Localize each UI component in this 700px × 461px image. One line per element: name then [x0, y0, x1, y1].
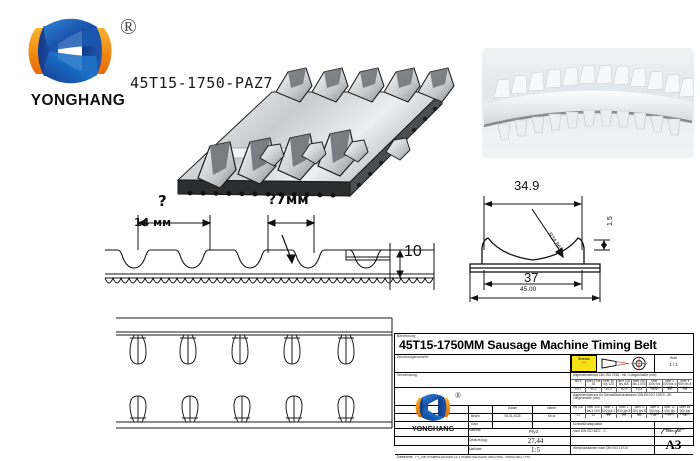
- cross-section-view: R24.86 34.9 37 45.00 1.5: [452, 178, 632, 313]
- logo-mark: ®: [24, 14, 137, 86]
- label-sheet: Blatt: [670, 356, 677, 360]
- tol2-range: über 2 000 bis 4 000: [617, 405, 631, 417]
- tol2-value: ±6: [652, 413, 657, 417]
- tol2-range: bis 100: [572, 405, 584, 409]
- tol1-range: über 4 000 bis 8 000: [678, 378, 692, 391]
- dimension-45-00: 45.00: [520, 286, 537, 293]
- filename-value: F:\_YonTP\sales\DATA\45T15-1750MM-SAUSAG…: [415, 456, 531, 460]
- row-gepr-label: Gepr.: [471, 422, 479, 426]
- tol2-value: ±5: [637, 413, 641, 417]
- dimension-height-10: 10: [404, 243, 422, 260]
- drawing-sheet: ® YONGHANG 45T15-1750-PAZ7: [18, 14, 694, 459]
- tolerance-header-2: Allgemeintoleranz für Schweißkonstruktio…: [573, 392, 672, 401]
- annotation-question-right: ?7мм: [268, 192, 309, 208]
- drawing-number-value: [395, 360, 570, 362]
- surface-finish-icon: [660, 428, 685, 435]
- yonghang-ring-icon: [28, 18, 112, 84]
- tol2-value: ±2: [591, 413, 596, 417]
- plan-view-drawing: [112, 302, 404, 444]
- bearb-name: Eb.la: [547, 414, 556, 418]
- part-code-label: 45T15-1750-PAZ7: [130, 74, 273, 92]
- tol1-value: ±0,5: [620, 387, 627, 391]
- col-datum: Datum: [507, 406, 518, 410]
- first-angle-projection-icon: [601, 356, 647, 371]
- tol1-range: über 1000 bis 2 000: [648, 378, 661, 391]
- tol2-range: über 1 000 bis 2 000: [602, 405, 616, 417]
- company-logo: ® YONGHANG: [18, 14, 138, 122]
- tol2-value: ±7: [667, 413, 672, 417]
- dimension-34-9: 34.9: [514, 178, 540, 193]
- tol1-value: ±2: [667, 387, 672, 391]
- bearb-date: 05.01.2026: [504, 414, 521, 418]
- tol1-range: über 2 000 bis 4 000: [663, 378, 677, 391]
- tol1-value: ±1,2: [651, 387, 658, 391]
- dimension-thickness: 1.5: [607, 216, 614, 226]
- label-filename: Dateiname:: [397, 455, 414, 460]
- side-view-drawing: ? 14 мм ?7мм 10: [100, 192, 440, 295]
- label-benennung: Benennung:: [397, 334, 417, 338]
- tol1-value: ±0,3: [605, 387, 612, 391]
- tol2-range: über 16 000 bis 20 000: [679, 405, 691, 417]
- label-revision: Revision: [577, 357, 591, 361]
- tol1-value: ±0,1: [575, 387, 582, 391]
- weight-value: 27,44: [527, 437, 544, 445]
- row-bearb-label: Bearb.: [471, 414, 481, 418]
- label-verwendung: Verwendung:: [397, 373, 418, 377]
- tol1-value: ±3: [683, 387, 687, 391]
- title-block-brand-name: YONGHANG: [411, 424, 455, 433]
- tol1-range: bis 6: [574, 378, 582, 383]
- tol1-range: über 400 bis 1 000: [632, 378, 646, 387]
- dimension-radius-text: R24.86: [546, 232, 561, 250]
- tol2-range: über 100 bis 1 000: [586, 405, 600, 413]
- tol2-value: ±3: [606, 413, 611, 417]
- tol1-range: über 30 bis 120: [603, 378, 615, 387]
- revision-value: —: [581, 360, 587, 366]
- tolerance-header-1: Allgemeintoleranz DIN ISO 2768 - mK / Lä…: [573, 373, 657, 377]
- tol2-range: über 8 000 bis 12 000: [649, 405, 660, 417]
- yonghang-ring-icon-small: [415, 393, 451, 421]
- tol2-range: über 12 000 bis 16 000: [664, 405, 676, 417]
- product-photo: [482, 48, 694, 158]
- annotation-14mm: 14 мм: [134, 216, 172, 229]
- drawing-title: 45T15-1750MM Sausage Machine Timing Belt: [399, 337, 657, 352]
- tol1-value: ±0,8: [636, 387, 643, 391]
- tol1-range: über 6 bis 30: [586, 378, 601, 387]
- surface-symbol-cell: [655, 422, 692, 435]
- tol2-value: ±4: [622, 413, 626, 417]
- label-zeichnungsnummer: Zeichnungsnummer:: [397, 355, 430, 359]
- label-scale: Maßstab:: [469, 447, 483, 452]
- brand-name: YONGHANG: [30, 92, 126, 109]
- tol2-value: ±1: [576, 413, 580, 417]
- tol1-value: ±0,2: [590, 387, 597, 391]
- weld-quality-line1: Schweißnahtqualität: [573, 422, 602, 426]
- title-block-logo: ® YONGHANG: [397, 391, 469, 439]
- surface-standard: Werkstückkanten nach DIN ISO 13715: [573, 446, 628, 450]
- title-block: Benennung: 45T15-1750MM Sausage Machine …: [394, 333, 694, 459]
- tol2-range: über 4 000 bis 8 000: [632, 405, 646, 417]
- scale-value: 1:5: [531, 446, 540, 454]
- registered-trademark-icon: ®: [120, 14, 137, 39]
- registered-trademark-icon-small: ®: [455, 391, 462, 400]
- label-weight: Gewicht (kg):: [469, 438, 488, 443]
- weld-quality-line2: nach DIN ISO 5817 - C: [573, 429, 606, 433]
- product-3d-render: [160, 30, 460, 215]
- tol1-range: über 120 bis 400: [617, 378, 631, 387]
- material-value: Pry3: [528, 429, 539, 434]
- annotation-question-left: ?: [158, 192, 167, 210]
- usage-value: [395, 378, 570, 379]
- label-sheet-format: Blattformat: [665, 429, 682, 433]
- sheet-value: 1 / 1: [669, 361, 678, 367]
- sheet-format-value: A3: [665, 437, 682, 452]
- tol2-value: ±8: [683, 413, 687, 417]
- label-material: Material:: [469, 428, 482, 432]
- dimension-37: 37: [524, 270, 539, 285]
- col-name: Name: [547, 406, 556, 410]
